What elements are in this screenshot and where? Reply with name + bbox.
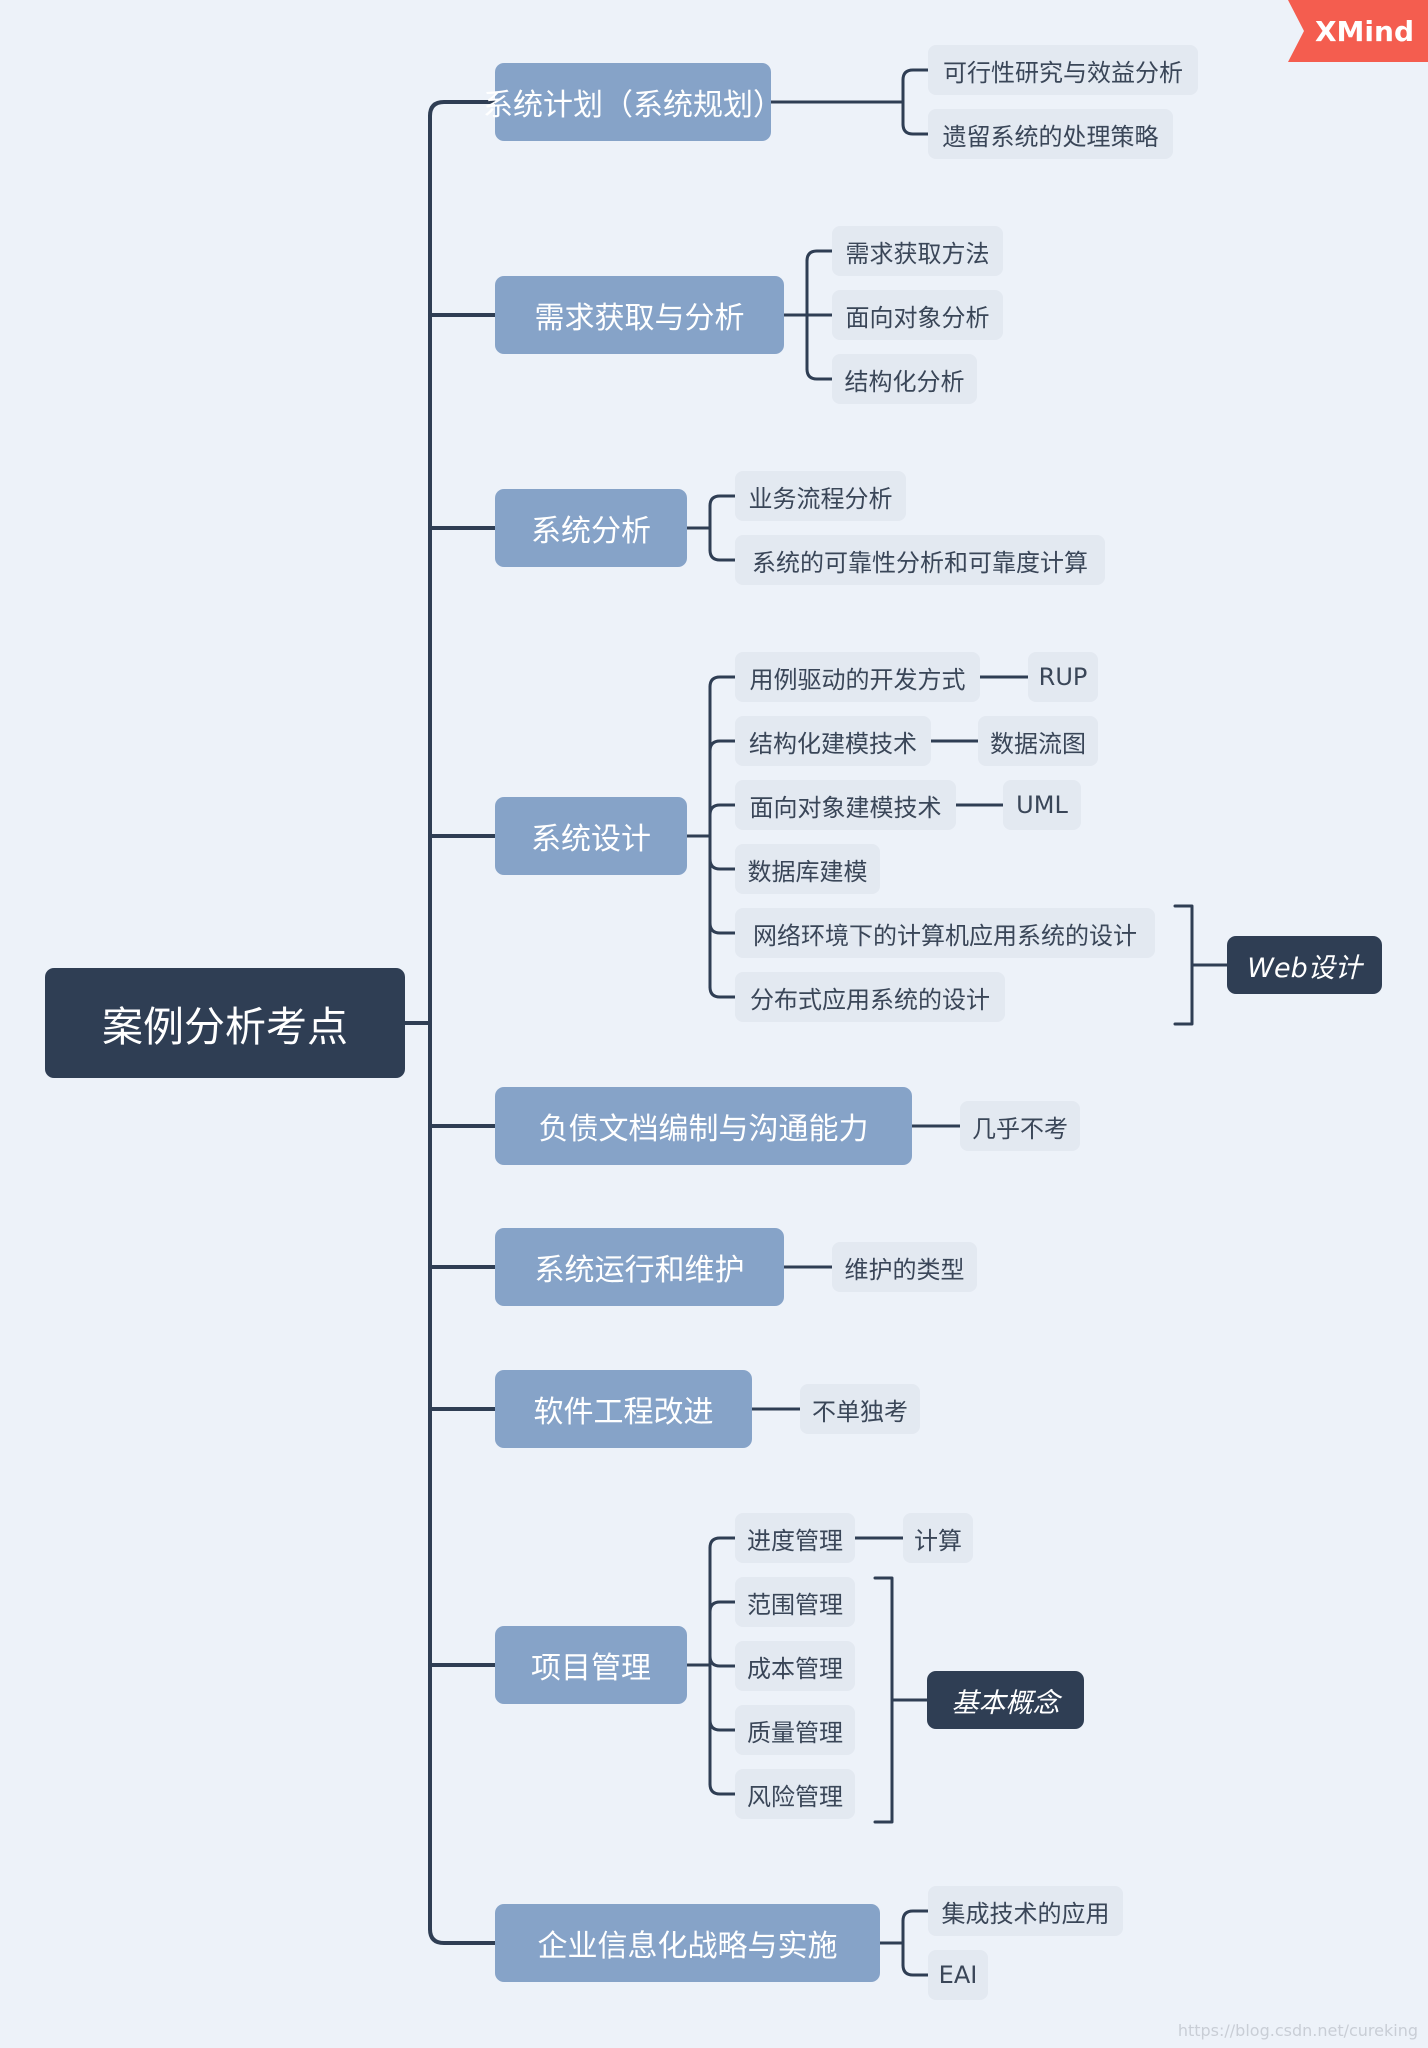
subtopic[interactable]: 结构化建模技术 <box>735 716 931 766</box>
subtopic[interactable]: 网络环境下的计算机应用系统的设计 <box>735 908 1155 958</box>
xmind-logo: XMind <box>1288 0 1428 62</box>
subtopic[interactable]: 遗留系统的处理策略 <box>928 109 1173 159</box>
main-topic[interactable]: 需求获取与分析 <box>495 276 784 354</box>
main-topic[interactable]: 系统设计 <box>495 797 687 875</box>
main-topic[interactable]: 项目管理 <box>495 1626 687 1704</box>
subtopic[interactable]: 面向对象建模技术 <box>735 780 956 830</box>
watermark: https://blog.csdn.net/cureking <box>1177 2021 1418 2040</box>
subtopic[interactable]: 进度管理 <box>735 1513 855 1563</box>
main-topic[interactable]: 系统分析 <box>495 489 687 567</box>
subtopic[interactable]: 数据库建模 <box>735 844 880 894</box>
subtopic[interactable]: 分布式应用系统的设计 <box>735 972 1005 1022</box>
main-topic[interactable]: 负债文档编制与沟通能力 <box>495 1087 912 1165</box>
leaf-topic[interactable]: UML <box>1003 780 1081 830</box>
subtopic[interactable]: 成本管理 <box>735 1641 855 1691</box>
leaf-topic[interactable]: RUP <box>1028 652 1098 702</box>
subtopic[interactable]: 集成技术的应用 <box>928 1886 1123 1936</box>
subtopic[interactable]: 几乎不考 <box>960 1101 1080 1151</box>
central-topic[interactable]: 案例分析考点 <box>45 968 405 1078</box>
subtopic[interactable]: 用例驱动的开发方式 <box>735 652 980 702</box>
subtopic[interactable]: EAI <box>928 1950 988 2000</box>
main-topic[interactable]: 系统计划（系统规划） <box>483 63 783 141</box>
leaf-topic[interactable]: 数据流图 <box>978 716 1098 766</box>
summary-topic[interactable]: Web设计 <box>1227 936 1382 994</box>
subtopic[interactable]: 结构化分析 <box>832 354 977 404</box>
main-topic[interactable]: 系统运行和维护 <box>495 1228 784 1306</box>
subtopic[interactable]: 需求获取方法 <box>832 226 1003 276</box>
subtopic[interactable]: 范围管理 <box>735 1577 855 1627</box>
main-topic[interactable]: 软件工程改进 <box>495 1370 752 1448</box>
subtopic[interactable]: 风险管理 <box>735 1769 855 1819</box>
subtopic[interactable]: 业务流程分析 <box>735 471 906 521</box>
subtopic[interactable]: 维护的类型 <box>832 1242 977 1292</box>
subtopic[interactable]: 不单独考 <box>800 1384 920 1434</box>
leaf-topic[interactable]: 计算 <box>903 1513 973 1563</box>
subtopic[interactable]: 可行性研究与效益分析 <box>928 45 1198 95</box>
subtopic[interactable]: 面向对象分析 <box>832 290 1003 340</box>
subtopic[interactable]: 质量管理 <box>735 1705 855 1755</box>
main-topic[interactable]: 企业信息化战略与实施 <box>495 1904 880 1982</box>
subtopic[interactable]: 系统的可靠性分析和可靠度计算 <box>735 535 1105 585</box>
summary-topic[interactable]: 基本概念 <box>927 1671 1084 1729</box>
